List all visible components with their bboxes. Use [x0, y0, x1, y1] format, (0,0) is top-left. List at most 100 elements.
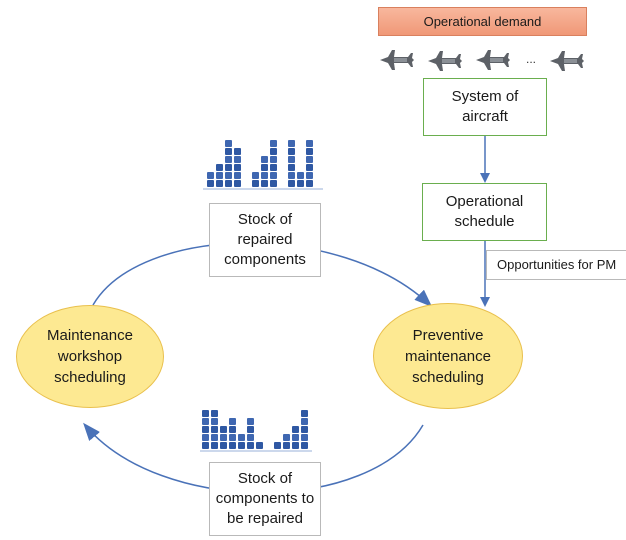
stock-square	[225, 148, 232, 155]
stock-to-be-repaired-box: Stock of components to be repaired	[209, 462, 321, 536]
stock-square	[225, 180, 232, 187]
aircraft-icon	[550, 51, 584, 71]
stock-square	[288, 148, 295, 155]
aircraft-icon	[428, 51, 462, 71]
stock-square	[229, 434, 236, 441]
stock-square	[301, 418, 308, 425]
stock-square	[270, 164, 277, 171]
stock-square	[234, 180, 241, 187]
stock-square	[306, 172, 313, 179]
stock-square	[292, 434, 299, 441]
stock-square	[202, 410, 209, 417]
stock-square	[247, 426, 254, 433]
stock-square	[234, 148, 241, 155]
stock-square	[225, 156, 232, 163]
stock-square	[261, 180, 268, 187]
stock-square	[297, 180, 304, 187]
stock-square	[225, 140, 232, 147]
stock-square	[207, 180, 214, 187]
stock-square	[247, 418, 254, 425]
stock-square	[247, 442, 254, 449]
maintenance-workshop-label: Maintenance workshop scheduling	[47, 327, 133, 386]
stock-square	[283, 434, 290, 441]
operational-schedule-label: Operational schedule	[445, 193, 524, 230]
stock-square	[274, 442, 281, 449]
stock-square	[270, 148, 277, 155]
opportunities-for-pm-label: Opportunities for PM	[497, 257, 617, 272]
stock-square	[216, 180, 223, 187]
stock-square	[261, 172, 268, 179]
stock-square	[216, 172, 223, 179]
stock-square	[211, 410, 218, 417]
stock-square	[301, 442, 308, 449]
stock-square	[229, 418, 236, 425]
stock-square	[211, 418, 218, 425]
opportunities-for-pm-box: Opportunities for PM	[486, 250, 626, 280]
stock-square	[211, 434, 218, 441]
stock-square	[202, 426, 209, 433]
stock-square	[292, 442, 299, 449]
stock-square	[306, 180, 313, 187]
stock-to-be-repaired-label: Stock of components to be repaired	[215, 470, 315, 527]
stock-square	[270, 156, 277, 163]
stock-square	[234, 156, 241, 163]
stock-square	[301, 410, 308, 417]
stock-square	[216, 164, 223, 171]
stock-square	[252, 172, 259, 179]
stock-square	[238, 442, 245, 449]
stock-square	[229, 426, 236, 433]
stock-square	[301, 426, 308, 433]
stock-square	[211, 442, 218, 449]
preventive-maintenance-ellipse: Preventive maintenance scheduling	[373, 303, 523, 409]
stock-square	[306, 156, 313, 163]
system-of-aircraft-label: System of aircraft	[451, 88, 519, 125]
aircraft-icon	[380, 50, 414, 70]
stock-square	[234, 164, 241, 171]
stock-square	[283, 442, 290, 449]
stock-square	[252, 180, 259, 187]
stock-square	[202, 442, 209, 449]
stock-square	[306, 140, 313, 147]
stock-square	[297, 172, 304, 179]
operational-schedule-box: Operational schedule	[422, 183, 547, 241]
stock-bars-icon	[207, 140, 313, 187]
stock-square	[288, 140, 295, 147]
stock-square	[207, 172, 214, 179]
stock-square	[270, 172, 277, 179]
stock-square	[256, 442, 263, 449]
stock-repaired-label: Stock of repaired components	[224, 211, 306, 268]
preventive-maintenance-label: Preventive maintenance scheduling	[405, 326, 491, 386]
stock-square	[301, 434, 308, 441]
stock-square	[225, 172, 232, 179]
stock-square	[292, 426, 299, 433]
maintenance-workshop-ellipse: Maintenance workshop scheduling	[16, 305, 164, 408]
stock-square	[270, 180, 277, 187]
stock-square	[288, 180, 295, 187]
stock-bars-icon	[202, 410, 308, 449]
stock-square	[288, 172, 295, 179]
stock-square	[261, 164, 268, 171]
stock-square	[202, 434, 209, 441]
stock-square	[306, 164, 313, 171]
stock-square	[238, 434, 245, 441]
stock-repaired-box: Stock of repaired components	[209, 203, 321, 277]
stock-square	[202, 418, 209, 425]
stock-square	[247, 434, 254, 441]
aircraft-icon	[476, 50, 510, 70]
system-of-aircraft-box: System of aircraft	[423, 78, 547, 136]
stock-square	[261, 156, 268, 163]
stock-square	[225, 164, 232, 171]
stock-square	[234, 172, 241, 179]
stock-square	[306, 148, 313, 155]
stock-square	[220, 426, 227, 433]
stock-square	[288, 164, 295, 171]
stock-square	[220, 442, 227, 449]
stock-square	[229, 442, 236, 449]
operational-demand-label: Operational demand	[423, 14, 542, 29]
stock-square	[220, 434, 227, 441]
stock-square	[270, 140, 277, 147]
aircraft-ellipsis: ...	[526, 52, 536, 66]
stock-square	[211, 426, 218, 433]
stock-square	[288, 156, 295, 163]
